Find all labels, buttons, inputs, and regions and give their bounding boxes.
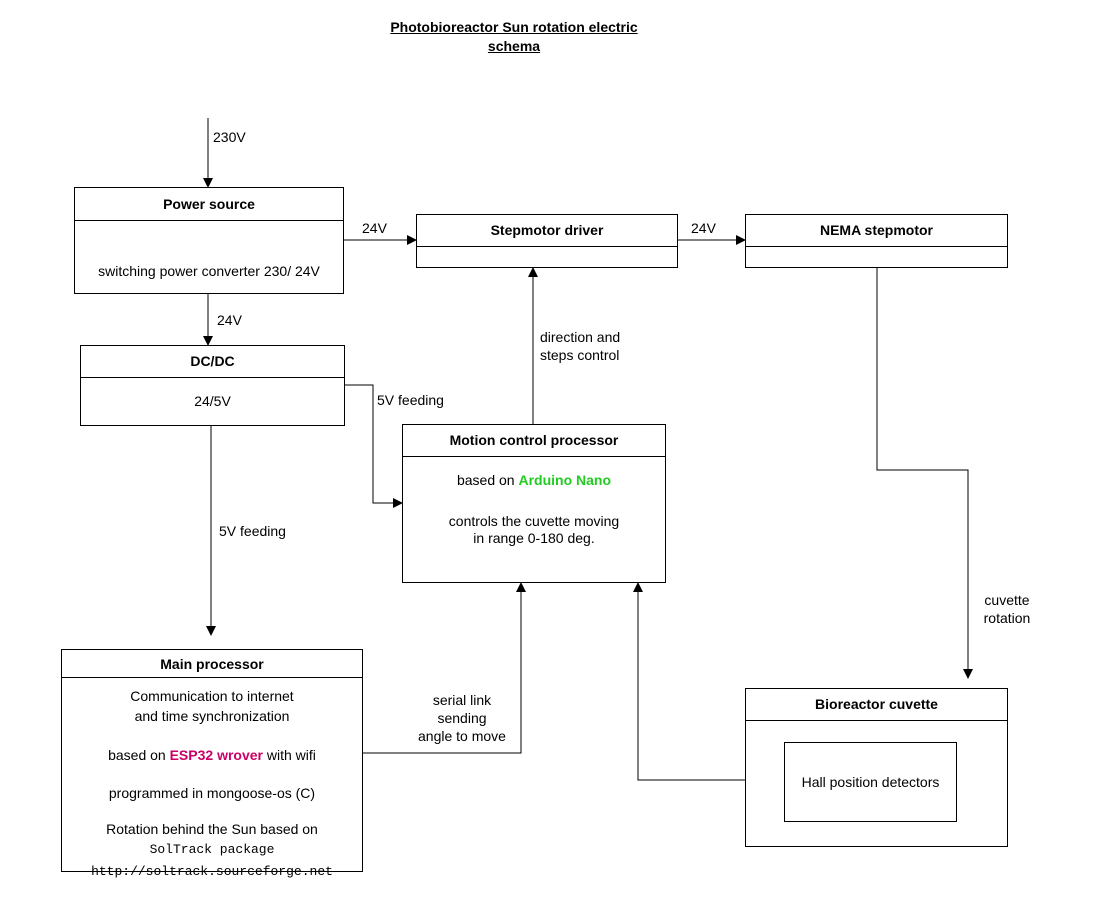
- label-serial-link: serial link sending angle to move: [418, 692, 506, 744]
- esp32-highlight: ESP32 wrover: [169, 747, 263, 763]
- stepmotor-driver-box: Stepmotor driver: [416, 214, 678, 268]
- arrow-hall-to-motion: [633, 582, 784, 781]
- main-line4: programmed in mongoose-os (C): [108, 785, 316, 801]
- arrow-dcdc-to-motion: [344, 384, 403, 508]
- label-5v-feeding-motion: 5V feeding: [377, 392, 444, 408]
- label-5v-feeding-main: 5V feeding: [219, 523, 286, 539]
- motion-control-box: Motion control processor based on Arduin…: [402, 424, 666, 583]
- power-source-body: switching power converter 230/ 24V: [98, 263, 320, 279]
- main-line5: Rotation behind the Sun based on: [106, 821, 318, 837]
- dcdc-header: DC/DC: [81, 346, 344, 378]
- main-processor-box: Main processor Communication to internet…: [61, 649, 363, 879]
- motion-line2: controls the cuvette moving: [448, 513, 620, 529]
- label-24v-dcdc: 24V: [217, 312, 242, 328]
- diagram-title: Photobioreactor Sun rotation electric sc…: [390, 19, 638, 54]
- power-source-header: Power source: [75, 188, 343, 221]
- stepmotor-driver-header: Stepmotor driver: [417, 215, 677, 247]
- nema-stepmotor-header: NEMA stepmotor: [746, 215, 1007, 247]
- arrow-nema-to-cuvette: [876, 267, 973, 679]
- main-line7: http://soltrack.sourceforge.net: [91, 864, 333, 879]
- bioreactor-cuvette-box: Bioreactor cuvette Hall position detecto…: [745, 688, 1008, 847]
- dcdc-body: 24/5V: [194, 393, 231, 409]
- arduino-highlight: Arduino Nano: [518, 472, 612, 488]
- motion-line3: in range 0-180 deg.: [473, 530, 595, 546]
- motion-based-on: based on Arduino Nano: [456, 472, 612, 488]
- nema-stepmotor-box: NEMA stepmotor: [745, 214, 1008, 268]
- main-line2: and time synchronization: [134, 708, 290, 724]
- label-direction: direction and steps control: [540, 329, 621, 363]
- main-line6: SolTrack package: [149, 842, 275, 857]
- dcdc-box: DC/DC 24/5V: [80, 345, 345, 426]
- power-source-box: Power source switching power converter 2…: [74, 187, 344, 294]
- label-230v: 230V: [213, 129, 246, 145]
- main-processor-header: Main processor: [62, 650, 362, 678]
- bioreactor-cuvette-header: Bioreactor cuvette: [746, 689, 1007, 721]
- label-24v-driver: 24V: [362, 220, 387, 236]
- arrow-main-to-motion: [362, 582, 526, 754]
- hall-detector-label: Hall position detectors: [801, 774, 940, 790]
- motion-control-header: Motion control processor: [403, 425, 665, 457]
- label-24v-nema: 24V: [691, 220, 716, 236]
- label-cuvette-rotation: cuvette rotation: [983, 592, 1031, 626]
- main-based-on: based on ESP32 wrover with wifi: [108, 747, 316, 763]
- hall-detector-box: Hall position detectors: [784, 742, 957, 822]
- main-line1: Communication to internet: [130, 688, 294, 704]
